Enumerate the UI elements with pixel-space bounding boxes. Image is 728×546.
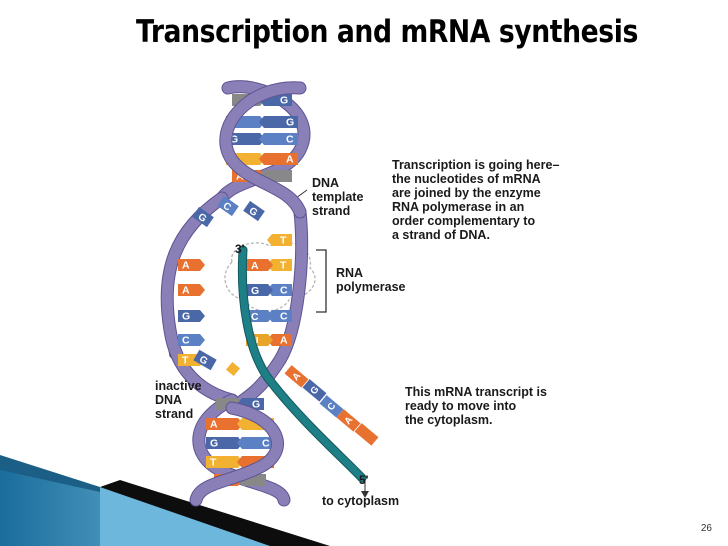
inactive-strand-base: A	[178, 259, 205, 272]
svg-text:G: G	[182, 311, 190, 323]
svg-text:T: T	[280, 235, 287, 247]
slide-corner-decoration	[0, 455, 330, 546]
label-three-prime: 3'	[235, 242, 245, 256]
transcription-note-line: the nucleotides of mRNA	[392, 172, 541, 186]
inactive-strand-base: C	[178, 334, 205, 347]
svg-text:C: C	[280, 285, 288, 297]
diagonal-base: G	[243, 200, 265, 222]
transcription-note-line: a strand of DNA.	[392, 228, 490, 242]
transcription-note-line: Transcription is going here–	[392, 158, 560, 172]
template-dna-strand	[226, 206, 308, 414]
svg-text:T: T	[210, 457, 217, 469]
upper-helix-base-right: A	[259, 153, 298, 166]
label-inactive-strand-3: strand	[155, 407, 193, 421]
label-rna-polymerase-1: RNA	[336, 266, 363, 280]
svg-text:A: A	[210, 419, 218, 431]
transcription-note-line: RNA polymerase in an	[392, 200, 525, 214]
transcript-note-line: This mRNA transcript is	[405, 385, 547, 399]
lower-helix-strand-front	[190, 402, 283, 506]
label-dna-template-3: strand	[312, 204, 350, 218]
template-strand-base: T	[267, 234, 292, 247]
transcript-base: C	[319, 395, 344, 418]
page-number: 26	[700, 523, 712, 534]
diagonal-base: G	[192, 206, 214, 228]
svg-text:G: G	[210, 438, 218, 450]
svg-text:C: C	[251, 311, 259, 323]
polymerase-bracket	[316, 249, 327, 313]
svg-text:C: C	[262, 438, 270, 450]
transcript-base: A	[336, 409, 361, 432]
transcript-note: This mRNA transcript is ready to move in…	[405, 385, 547, 427]
svg-text:A: A	[182, 285, 190, 297]
polymerase-enzyme-outline	[224, 241, 316, 312]
mrna-base: G	[246, 284, 273, 297]
label-to-cytoplasm: to cytoplasm	[322, 494, 399, 508]
inactive-strand-base: G	[193, 349, 217, 371]
svg-text:C: C	[280, 311, 288, 323]
svg-text:A: A	[182, 260, 190, 272]
upper-helix-strand-front	[220, 82, 306, 218]
transcript-base	[354, 423, 379, 446]
label-dna-template-2: template	[312, 190, 363, 204]
svg-text:C: C	[182, 335, 190, 347]
svg-text:T: T	[182, 355, 189, 367]
inactive-strand-base	[225, 361, 241, 377]
svg-text:G: G	[280, 95, 288, 107]
arrow-down-icon	[361, 491, 369, 498]
svg-text:G: G	[286, 117, 294, 129]
mrna-transcript	[238, 246, 366, 482]
inactive-dna-strand-edge	[160, 191, 239, 407]
svg-text:T: T	[280, 260, 287, 272]
lower-helix-base-right: C	[237, 437, 274, 450]
transcription-note-line: are joined by the enzyme	[392, 186, 541, 200]
annotation-labels: DNA template strand RNA polymerase inact…	[155, 176, 406, 508]
label-inactive-strand-1: inactive	[155, 379, 202, 393]
svg-text:G: G	[251, 285, 259, 297]
inactive-strand-base: G	[178, 310, 205, 323]
svg-text:G: G	[230, 134, 238, 146]
transcript-note-line: ready to move into	[405, 399, 517, 413]
transcript-note-line: the cytoplasm.	[405, 413, 493, 427]
transcription-note-line: order complementary to	[392, 214, 536, 228]
mrna-base: A	[246, 259, 273, 272]
upper-helix-base-right: G	[259, 116, 298, 129]
label-dna-template-1: DNA	[312, 176, 339, 190]
label-inactive-strand-2: DNA	[155, 393, 182, 407]
svg-text:A: A	[280, 335, 288, 347]
mrna-base: C	[246, 310, 273, 323]
label-five-prime: 5'	[359, 473, 369, 487]
svg-text:C: C	[286, 134, 294, 146]
diagonal-base: C	[217, 195, 239, 217]
transcription-note: Transcription is going here– the nucleot…	[392, 158, 559, 242]
inactive-dna-strand	[161, 192, 238, 406]
svg-text:A: A	[286, 154, 294, 166]
upper-helix-base-right: C	[259, 133, 298, 146]
transcript-base: G	[302, 379, 327, 402]
label-rna-polymerase-2: polymerase	[336, 280, 406, 294]
svg-text:G: G	[252, 399, 260, 411]
slide-title: Transcription and mRNA synthesis	[136, 14, 638, 50]
transcript-base: A	[284, 365, 309, 388]
svg-text:A: A	[251, 260, 259, 272]
inactive-strand-base: A	[178, 284, 205, 297]
